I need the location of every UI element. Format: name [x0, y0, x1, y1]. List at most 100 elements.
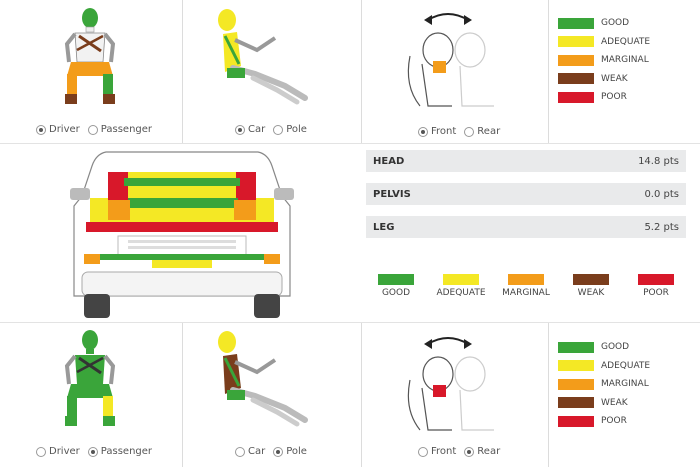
radio-option-car[interactable]: Car [235, 124, 265, 135]
radio-button[interactable] [464, 446, 475, 457]
divider [361, 0, 362, 143]
radio-button[interactable] [87, 446, 98, 457]
radio-option-pole[interactable]: Pole [273, 124, 307, 135]
legend-swatch [378, 274, 414, 285]
radio-label: Front [431, 446, 457, 457]
legend-label: WEAK [577, 288, 605, 298]
legend-label: MARGINAL [601, 55, 649, 66]
score-row-leg: LEG 5.2 pts [366, 216, 686, 238]
legend-label: WEAK [601, 73, 628, 84]
radio-option-rear[interactable]: Rear [464, 126, 500, 137]
radio-option-front[interactable]: Front [418, 126, 456, 137]
legend-item: POOR [558, 88, 650, 107]
radio-label: Passenger [100, 446, 153, 457]
radio-label: Pole [286, 446, 307, 457]
radio-label: Rear [477, 126, 501, 137]
radio-label: Driver [49, 124, 80, 135]
divider [182, 323, 183, 467]
divider [548, 0, 549, 143]
legend-label: WEAK [601, 397, 628, 408]
legend-swatch [558, 397, 594, 409]
legend-swatch [558, 360, 594, 372]
rating-legend-bottom: GOOD ADEQUATE MARGINAL WEAK POOR [558, 338, 650, 431]
radio-button[interactable] [464, 126, 475, 137]
radio-label: Pole [286, 124, 307, 135]
divider [182, 0, 183, 143]
legend-label: POOR [601, 416, 627, 427]
rating-legend-horizontal: GOOD ADEQUATE MARGINAL WEAK POOR [366, 274, 686, 298]
radio-option-pole[interactable]: Pole [273, 446, 307, 457]
legend-label: MARGINAL [502, 288, 550, 298]
divider [361, 323, 362, 467]
radio-option-front[interactable]: Front [418, 446, 456, 457]
score-label: PELVIS [373, 188, 411, 200]
radio-button[interactable] [273, 446, 284, 457]
divider [548, 323, 549, 467]
legend-label: ADEQUATE [436, 288, 486, 298]
legend-item: POOR [626, 274, 686, 298]
radio-option-passenger[interactable]: Passenger [87, 446, 153, 457]
legend-item: MARGINAL [496, 274, 556, 298]
legend-item: WEAK [558, 394, 650, 413]
view-selector-bottom: Front Rear [418, 446, 508, 457]
radio-label: Car [248, 124, 266, 135]
legend-label: GOOD [381, 288, 411, 298]
divider [0, 143, 700, 144]
passenger-dummy-front-figure [64, 330, 116, 426]
radio-option-driver[interactable]: Driver [36, 124, 80, 135]
legend-swatch [638, 274, 674, 285]
legend-item: GOOD [558, 14, 650, 33]
radio-button[interactable] [36, 446, 46, 457]
radio-label: Rear [477, 446, 501, 457]
legend-swatch [558, 54, 594, 66]
view-selector-top: Front Rear [418, 126, 508, 137]
radio-label: Driver [49, 446, 80, 457]
legend-item: GOOD [366, 274, 426, 298]
legend-item: GOOD [558, 338, 650, 357]
legend-swatch [558, 415, 594, 427]
radio-option-passenger[interactable]: Passenger [87, 124, 153, 135]
head-rotation-figure-bottom [407, 337, 494, 431]
passenger-dummy-side-figure [218, 331, 308, 427]
score-label: LEG [373, 221, 395, 233]
radio-option-car[interactable]: Car [235, 446, 265, 457]
radio-button[interactable] [87, 124, 98, 135]
legend-label: MARGINAL [601, 379, 649, 390]
legend-label: POOR [601, 92, 627, 103]
legend-label: ADEQUATE [601, 360, 651, 371]
legend-swatch [558, 341, 594, 353]
legend-label: GOOD [601, 342, 630, 353]
legend-item: ADEQUATE [431, 274, 491, 298]
legend-swatch [558, 378, 594, 390]
driver-dummy-front-figure [64, 8, 116, 104]
radio-button[interactable] [273, 124, 284, 135]
radio-button[interactable] [235, 446, 245, 457]
legend-swatch [558, 36, 594, 48]
driver-dummy-side-figure [218, 9, 308, 105]
radio-button[interactable] [235, 124, 245, 135]
score-label: HEAD [373, 155, 405, 167]
occupant-selector-bottom: Driver Passenger [36, 446, 160, 457]
radio-option-driver[interactable]: Driver [36, 446, 80, 457]
radio-button[interactable] [418, 126, 428, 137]
score-row-pelvis: PELVIS 0.0 pts [366, 183, 686, 205]
impact-selector-top: Car Pole [235, 124, 315, 135]
legend-item: POOR [558, 412, 650, 431]
score-value: 5.2 pts [644, 221, 679, 233]
legend-swatch [558, 73, 594, 85]
radio-label: Passenger [100, 124, 153, 135]
legend-swatch [573, 274, 609, 285]
car-front-figure [70, 151, 294, 318]
radio-label: Car [248, 446, 266, 457]
score-value: 14.8 pts [638, 155, 679, 167]
radio-option-rear[interactable]: Rear [464, 446, 500, 457]
legend-swatch [558, 91, 594, 103]
divider [0, 322, 700, 323]
radio-button[interactable] [418, 446, 428, 457]
radio-label: Front [431, 126, 457, 137]
occupant-selector-top: Driver Passenger [36, 124, 160, 135]
legend-label: POOR [643, 288, 669, 298]
score-value: 0.0 pts [644, 188, 679, 200]
radio-button[interactable] [36, 124, 46, 135]
